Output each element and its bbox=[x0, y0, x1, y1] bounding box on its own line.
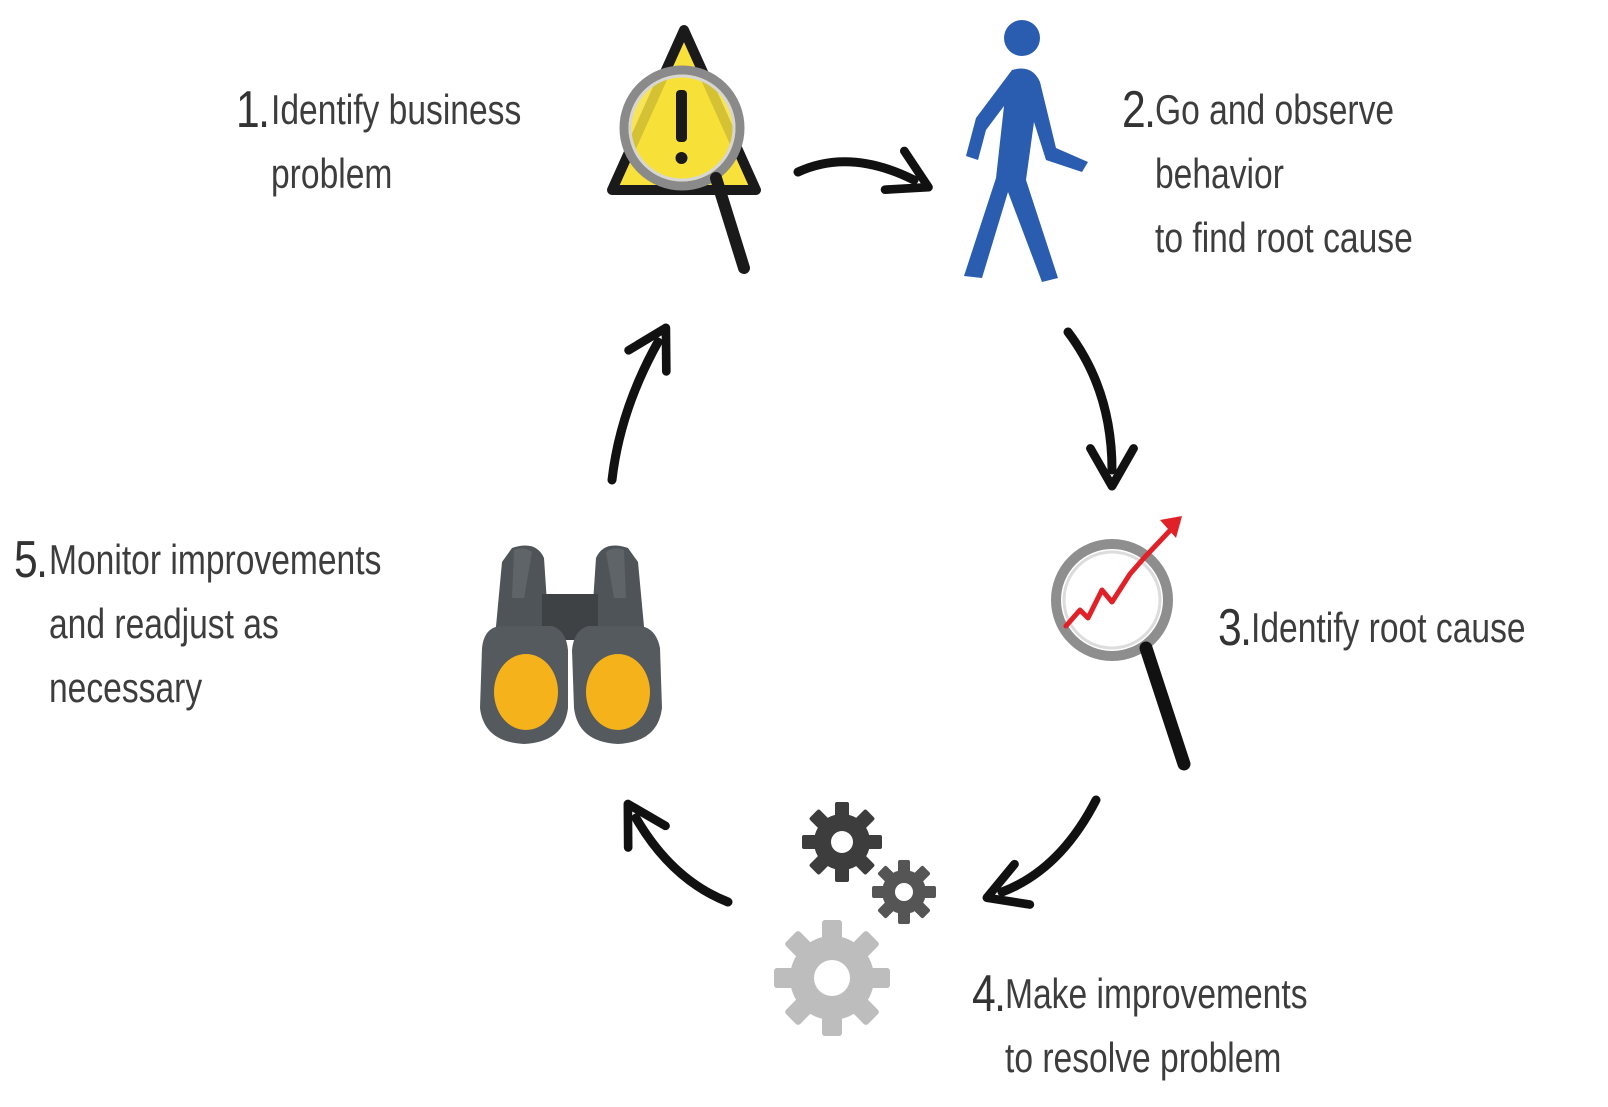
step-5-number: 5. bbox=[14, 531, 48, 589]
step-4: 4. Make improvements to resolve problem bbox=[972, 964, 1384, 1090]
step-2-label: Go and observe behavior to find root cau… bbox=[1155, 86, 1414, 261]
binoculars-icon bbox=[480, 545, 662, 744]
step-5: 5. Monitor improvements and readjust as … bbox=[14, 530, 465, 720]
gears-icon bbox=[774, 802, 936, 1036]
chart-magnifier-icon bbox=[1051, 516, 1191, 771]
arrow-1-to-2 bbox=[793, 146, 933, 194]
walking-person-icon bbox=[964, 20, 1088, 282]
step-2: 2. Go and observe behavior to find root … bbox=[1122, 80, 1608, 270]
step-3: 3. Identify root cause bbox=[1218, 598, 1595, 660]
gear-medium-icon bbox=[872, 860, 936, 924]
step-1: 1. Identify business problem bbox=[236, 80, 584, 206]
warning-magnifier-icon bbox=[607, 25, 761, 274]
step-1-number: 1. bbox=[236, 81, 270, 139]
gear-dark-icon bbox=[802, 802, 882, 882]
arrow-5-to-1 bbox=[607, 323, 671, 485]
step-4-label: Make improvements to resolve problem bbox=[1005, 970, 1308, 1081]
arrow-3-to-4 bbox=[982, 795, 1101, 909]
arrow-2-to-3 bbox=[1063, 327, 1138, 491]
gear-light-icon bbox=[774, 920, 890, 1036]
step-1-label: Identify business problem bbox=[271, 86, 522, 197]
step-3-number: 3. bbox=[1218, 599, 1252, 657]
step-5-label: Monitor improvements and readjust as nec… bbox=[49, 536, 382, 711]
step-2-number: 2. bbox=[1122, 81, 1156, 139]
step-4-number: 4. bbox=[972, 965, 1006, 1023]
arrow-4-to-5 bbox=[623, 799, 733, 907]
step-3-label: Identify root cause bbox=[1251, 604, 1526, 651]
